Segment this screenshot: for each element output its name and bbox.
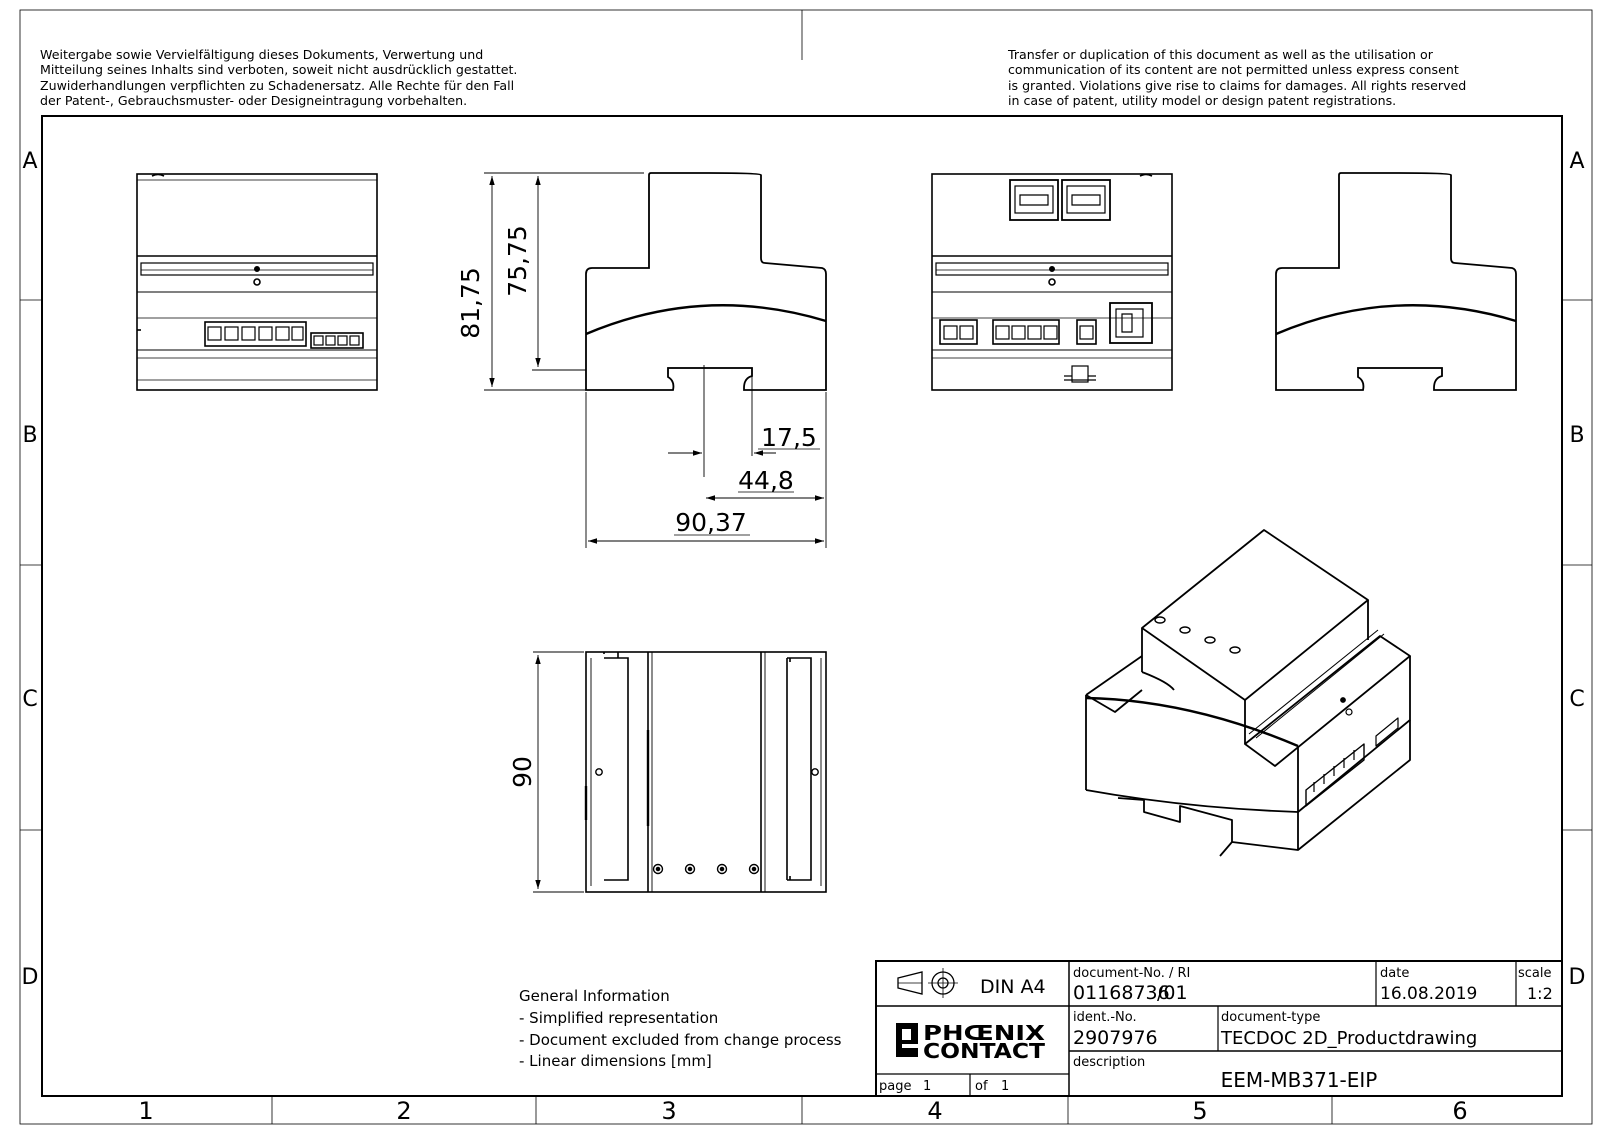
row-label-left: D (22, 965, 39, 990)
phoenix-contact-logo (896, 1023, 918, 1057)
row-label-left: C (22, 687, 37, 712)
column-label: 4 (927, 1097, 942, 1125)
rear-view-drawing (931, 173, 1173, 391)
notice-line: Transfer or duplication of this document… (1008, 47, 1433, 62)
row-label-right: B (1569, 423, 1584, 448)
column-label: 5 (1192, 1097, 1207, 1125)
general-info-heading: General Information (519, 987, 670, 1005)
dimension-labels: 81,75 75,75 17,5 44,8 90,37 90 (456, 225, 817, 788)
column-label: 3 (661, 1097, 676, 1125)
dimension-label: 75,75 (503, 225, 532, 297)
page-number: 1 (923, 1079, 931, 1094)
row-label-right: D (1569, 965, 1586, 990)
page-label: page (879, 1079, 911, 1094)
date-label: date (1380, 966, 1409, 981)
dimension-label: 90,37 (675, 508, 747, 537)
copyright-notice-english: Transfer or duplication of this document… (1008, 47, 1466, 109)
scale-value: 1:2 (1527, 984, 1553, 1003)
page-of-label: of (975, 1079, 988, 1094)
date-value: 16.08.2019 (1380, 984, 1477, 1004)
general-info-item: - Document excluded from change process (519, 1031, 842, 1049)
document-revision: /01 (1157, 982, 1188, 1004)
document-type: TECDOC 2D_Productdrawing (1220, 1028, 1477, 1049)
grid-column-labels: 1 2 3 4 5 6 (138, 1097, 1467, 1125)
general-info-item: - Simplified representation (519, 1009, 718, 1027)
row-label-right: C (1569, 687, 1584, 712)
description-label: description (1073, 1055, 1145, 1070)
notice-line: is granted. Violations give rise to clai… (1008, 77, 1467, 93)
logo-text-line2: CONTACT (923, 1039, 1045, 1063)
side-profile-drawing-right (1275, 172, 1517, 391)
row-label-left: A (22, 149, 37, 174)
isometric-view-drawing (1085, 529, 1411, 857)
notice-line: in case of patent, utility model or desi… (1008, 93, 1397, 109)
top-view-drawing (533, 651, 827, 893)
notice-line: Weitergabe sowie Vervielfältigung dieses… (40, 47, 484, 62)
paper-format: DIN A4 (980, 976, 1046, 998)
copyright-notice-german: Weitergabe sowie Vervielfältigung dieses… (40, 47, 517, 109)
ident-number-label: ident.-No. (1073, 1010, 1137, 1025)
column-label: 2 (396, 1097, 411, 1125)
column-label: 1 (138, 1097, 153, 1125)
grid-dividers (20, 299, 1592, 1124)
side-profile-drawing (585, 172, 827, 391)
notice-line: Mitteilung seines Inhalts sind verboten,… (40, 62, 518, 78)
dimension-lines (484, 172, 827, 548)
title-block-text: DIN A4 document-No. / RI 01168736 /01 da… (879, 966, 1553, 1094)
logo-text-line1: PHŒNIX (923, 1021, 1046, 1045)
dimension-label: 81,75 (456, 267, 485, 339)
dimension-label: 17,5 (761, 423, 817, 452)
notice-line: der Patent-, Gebrauchsmuster- oder Desig… (40, 93, 468, 109)
document-type-label: document-type (1221, 1010, 1320, 1025)
projection-symbol-icon (897, 968, 958, 998)
document-number: 01168736 (1073, 982, 1170, 1004)
dimension-label: 44,8 (738, 466, 794, 495)
ident-number: 2907976 (1073, 1027, 1158, 1049)
row-label-right: A (1569, 149, 1584, 174)
row-label-left: B (22, 423, 37, 448)
notice-line: communication of its content are not per… (1008, 62, 1459, 78)
description-value: EEM-MB371-EIP (1221, 1068, 1378, 1092)
scale-label: scale (1518, 966, 1552, 981)
sheet-border (19, 9, 1593, 1125)
title-block (875, 960, 1563, 1097)
column-label: 6 (1452, 1097, 1467, 1125)
general-info-item: - Linear dimensions [mm] (519, 1052, 712, 1070)
front-view-drawing (136, 173, 378, 391)
document-number-label: document-No. / RI (1073, 966, 1190, 981)
notice-line: Zuwiderhandlungen verpflichten zu Schade… (40, 77, 515, 93)
dimension-label: 90 (508, 756, 537, 788)
general-information: General Information - Simplified represe… (519, 987, 842, 1070)
grid-row-labels: A B C D A B C D (22, 149, 1586, 990)
page-total: 1 (1001, 1079, 1009, 1094)
